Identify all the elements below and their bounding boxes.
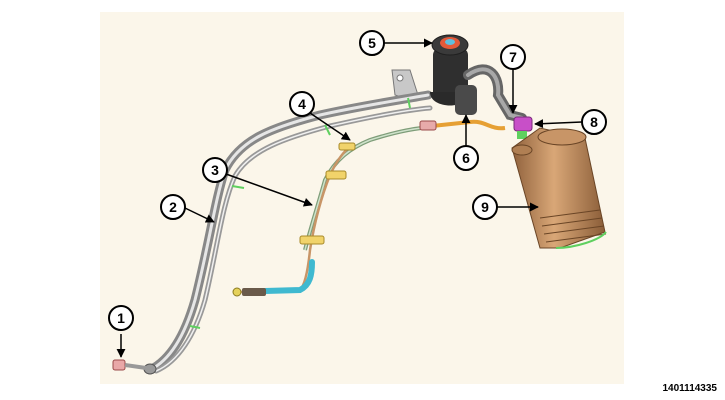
callout-1-label: 1 [117, 310, 125, 326]
callout-2-label: 2 [169, 199, 177, 215]
vapor-line [232, 125, 433, 297]
callout-7: 7 [500, 44, 526, 114]
callout-9-label: 9 [481, 199, 489, 215]
evap-canister [511, 127, 607, 249]
callout-6-label: 6 [462, 150, 470, 166]
callout-3-label: 3 [211, 162, 219, 178]
callout-3: 3 [202, 157, 313, 207]
callout-8: 8 [534, 109, 607, 135]
callout-5-label: 5 [368, 35, 376, 51]
callout-7-label: 7 [509, 49, 517, 65]
figure-id: 1401114335 [662, 383, 717, 394]
callout-9: 9 [472, 194, 539, 220]
callout-6: 6 [453, 114, 479, 171]
filler-neck [430, 34, 470, 106]
callout-1: 1 [108, 305, 134, 358]
hose-clip [513, 116, 533, 139]
callout-8-label: 8 [590, 114, 598, 130]
vent-tube [455, 64, 527, 123]
callout-2: 2 [160, 194, 215, 223]
callout-4: 4 [289, 91, 351, 141]
drain-fitting [112, 359, 147, 371]
tube-marks [189, 97, 411, 329]
callout-5: 5 [359, 30, 433, 56]
callout-4-label: 4 [298, 96, 306, 112]
